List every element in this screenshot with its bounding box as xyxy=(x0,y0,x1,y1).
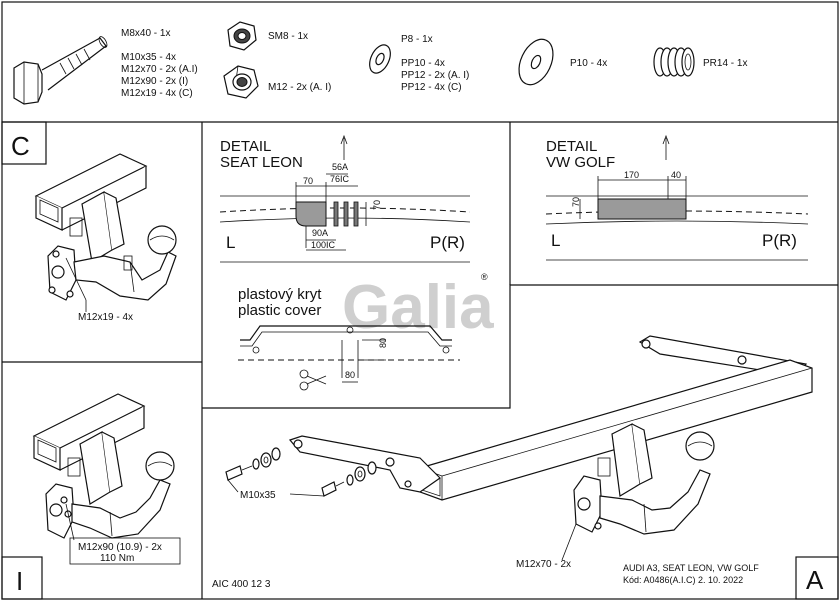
dim-vw-170: 170 xyxy=(624,170,639,180)
corner-box-c xyxy=(1,121,47,165)
panel-c: C M12x19 - 4x xyxy=(11,131,177,323)
hatch-cutout xyxy=(597,198,687,220)
logo-reg: ® xyxy=(481,272,488,282)
drawing-code: AIC 400 12 3 xyxy=(212,579,271,590)
hardware-set xyxy=(225,447,577,561)
part-pr14: PR14 - 1x xyxy=(703,58,747,69)
dim-seat-70-side: 70 xyxy=(372,200,382,210)
logo-text: Galia xyxy=(342,273,494,342)
detail-vw-golf: DETAIL VW GOLF 170 40 70 L P(R) xyxy=(545,134,809,261)
main-assembly: M10x35 M12x70 - 2x xyxy=(225,335,813,570)
part-sm8: SM8 - 1x xyxy=(268,31,308,42)
panel-i-bolt-label: M12x90 (10.9) - 2x xyxy=(78,542,162,553)
parts-list: M8x40 - 1x M10x35 - 4x M12x70 - 2x (A.I)… xyxy=(13,21,747,105)
arrow-up-icon xyxy=(662,134,670,160)
detail-seat-leon: DETAIL SEAT LEON 70 56A 76IC 70 90A 100I… xyxy=(219,134,471,263)
part-m10x35: M10x35 - 4x xyxy=(121,52,176,63)
corner-box-i xyxy=(1,556,43,600)
panel-i-label-box xyxy=(69,537,181,565)
part-p10: P10 - 4x xyxy=(570,58,607,69)
vehicle-models: AUDI A3, SEAT LEON, VW GOLF xyxy=(623,563,759,573)
arrow-up-icon xyxy=(340,134,348,160)
panel-c-bolt-label: M12x19 - 4x xyxy=(78,312,133,323)
detail-seat-left: L xyxy=(226,233,235,252)
locknut-icon xyxy=(227,21,257,51)
nut-icon xyxy=(223,65,259,99)
detail-seat-title-2: SEAT LEON xyxy=(220,154,303,171)
panel-i-letter: I xyxy=(16,566,23,596)
cover-label-en: plastic cover xyxy=(238,302,321,319)
part-m12x70: M12x70 - 2x (A.I) xyxy=(121,64,198,75)
dim-seat-70-top: 70 xyxy=(303,176,313,186)
part-m8x40: M8x40 - 1x xyxy=(121,28,170,39)
dim-vw-40: 40 xyxy=(671,170,681,180)
detail-seat-title-1: DETAIL xyxy=(220,138,271,155)
spring-washer-icon xyxy=(653,47,695,77)
kod-date: Kód: A0486(A.I.C) 2. 10. 2022 xyxy=(623,575,743,585)
washer-large-icon xyxy=(518,38,554,86)
main-bolt-m10: M10x35 xyxy=(240,490,276,501)
detail-vw-left: L xyxy=(551,231,560,250)
main-bolt-m12: M12x70 - 2x xyxy=(516,559,571,570)
hatch-cutout xyxy=(295,201,327,227)
plastic-cover-detail: plastový kryt plastic cover 80 80 xyxy=(238,286,460,391)
hitch-c-drawing xyxy=(34,153,177,312)
panel-c-letter: C xyxy=(11,131,30,161)
dim-seat-90a: 90A xyxy=(312,228,328,238)
dim-vw-70: 70 xyxy=(571,197,581,207)
dim-seat-76ic: 76IC xyxy=(330,174,350,184)
dim-cover-80-h: 80 xyxy=(345,370,355,380)
detail-vw-title-2: VW GOLF xyxy=(546,154,615,171)
part-pp12-ai: PP12 - 2x (A. I) xyxy=(401,70,469,81)
dim-seat-100ic: 100IC xyxy=(311,240,336,250)
bolt-icon xyxy=(13,36,108,105)
cover-label-cz: plastový kryt xyxy=(238,286,322,303)
panel-a-letter: A xyxy=(806,565,824,595)
detail-seat-right: P(R) xyxy=(430,233,465,252)
part-p8: P8 - 1x xyxy=(401,34,433,45)
dim-seat-56a: 56A xyxy=(332,162,348,172)
panel-i: I M12x90 (10.9) - 2x 110 Nm xyxy=(16,393,181,596)
part-m12x90: M12x90 - 2x (I) xyxy=(121,76,188,87)
washer-small-icon xyxy=(369,44,391,74)
panel-i-torque-label: 110 Nm xyxy=(100,553,134,564)
corner-box-a xyxy=(795,556,839,600)
part-m12-nut: M12 - 2x (A. I) xyxy=(268,82,331,93)
part-pp12-c: PP12 - 4x (C) xyxy=(401,82,462,93)
part-pp10: PP10 - 4x xyxy=(401,58,445,69)
dim-cover-80-v: 80 xyxy=(378,338,388,348)
detail-vw-title-1: DETAIL xyxy=(546,138,597,155)
scissors-icon xyxy=(299,369,327,391)
detail-vw-right: P(R) xyxy=(762,231,797,250)
part-m12x19: M12x19 - 4x (C) xyxy=(121,88,193,99)
galia-logo: Galia ® xyxy=(342,272,494,342)
footer: AIC 400 12 3 AUDI A3, SEAT LEON, VW GOLF… xyxy=(212,563,824,595)
hitch-i-drawing xyxy=(32,393,175,541)
